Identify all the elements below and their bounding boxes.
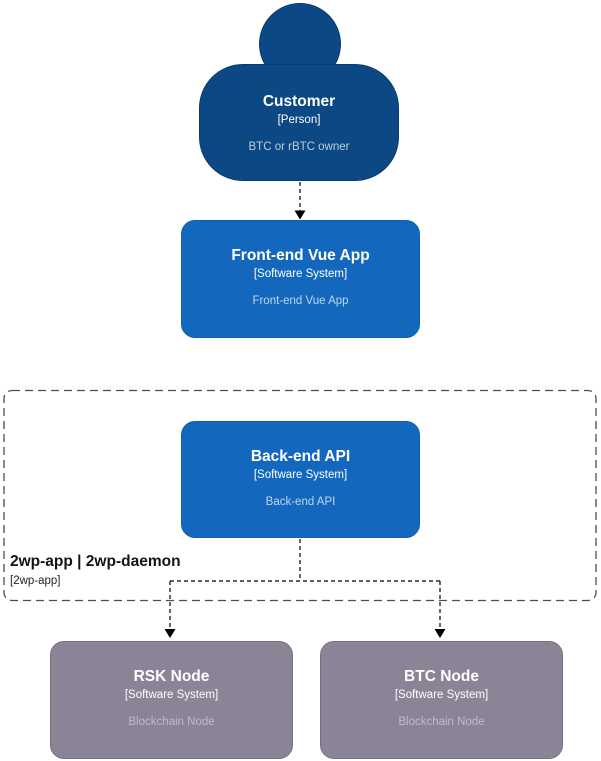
customer-title: Customer bbox=[262, 93, 336, 110]
backend-description: Back-end API bbox=[265, 496, 336, 508]
customer-person-node: Customer [Person] BTC or rBTC owner bbox=[199, 64, 399, 181]
backend-system-node: Back-end API [Software System] Back-end … bbox=[181, 421, 420, 538]
frontend-system-node: Front-end Vue App [Software System] Fron… bbox=[181, 220, 420, 338]
frontend-title: Front-end Vue App bbox=[231, 247, 370, 264]
rsk-description: Blockchain Node bbox=[128, 716, 215, 728]
btc-description: Blockchain Node bbox=[398, 716, 485, 728]
rsk-node: RSK Node [Software System] Blockchain No… bbox=[50, 641, 293, 759]
btc-title: BTC Node bbox=[404, 668, 479, 685]
rsk-title: RSK Node bbox=[133, 668, 210, 685]
arrowhead-rsk-icon bbox=[164, 629, 176, 638]
boundary-title: 2wp-app | 2wp-daemon bbox=[10, 553, 181, 570]
btc-type-label: [Software System] bbox=[394, 689, 489, 701]
backend-title: Back-end API bbox=[250, 448, 351, 465]
boundary-type-label: [2wp-app] bbox=[10, 575, 61, 587]
arrowhead-frontend-icon bbox=[294, 210, 306, 220]
arrowhead-btc-icon bbox=[434, 629, 446, 638]
backend-type-label: [Software System] bbox=[253, 469, 348, 481]
customer-description: BTC or rBTC owner bbox=[248, 141, 350, 153]
rsk-type-label: [Software System] bbox=[124, 689, 219, 701]
btc-node: BTC Node [Software System] Blockchain No… bbox=[320, 641, 563, 759]
edge-backend-trunk bbox=[170, 539, 440, 582]
customer-type-label: [Person] bbox=[277, 114, 321, 126]
frontend-description: Front-end Vue App bbox=[252, 295, 349, 307]
boundary-label: 2wp-app | 2wp-daemon [2wp-app] bbox=[10, 553, 181, 588]
frontend-type-label: [Software System] bbox=[253, 268, 348, 280]
